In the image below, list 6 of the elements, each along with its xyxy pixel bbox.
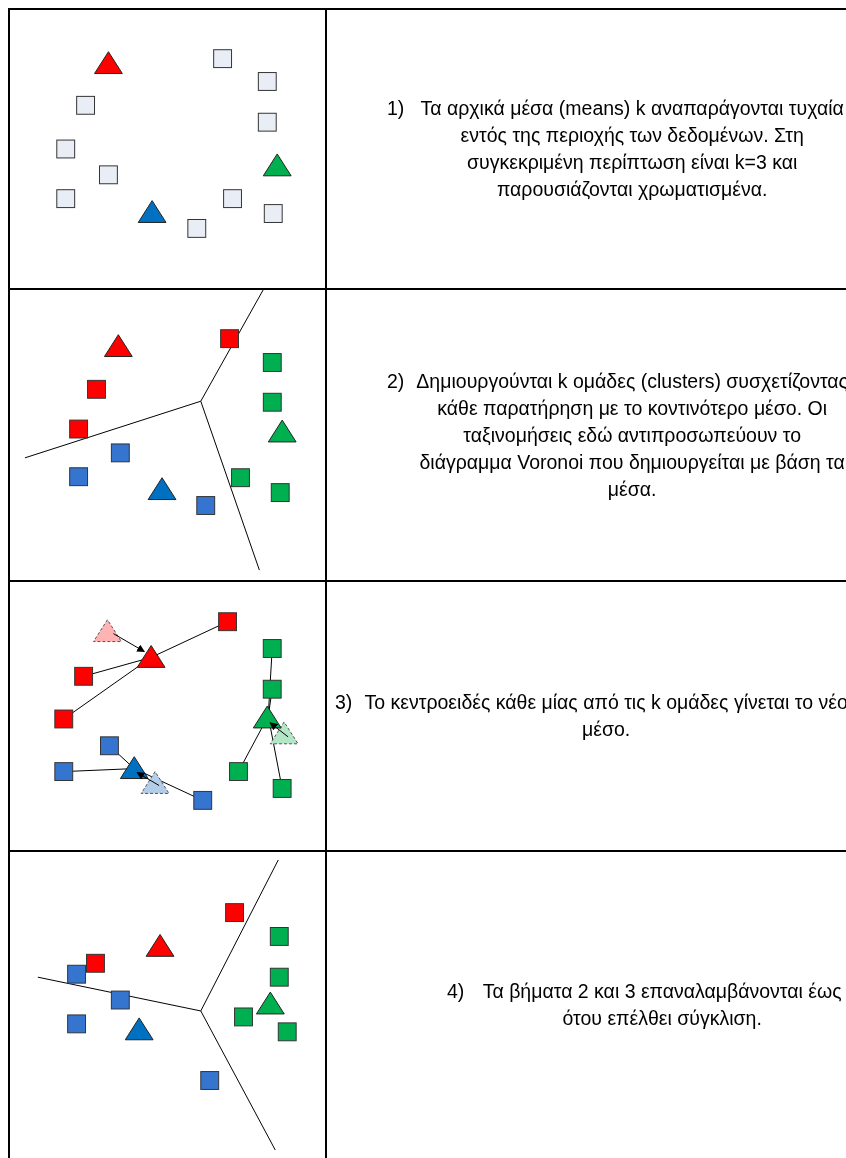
step-description: Τα βήματα 2 και 3 επαναλαμβάνονται έως ότου επέλθει σύγκλιση.	[481, 979, 843, 1031]
step-number: 2)	[387, 368, 405, 394]
step-number: 1)	[387, 96, 405, 121]
step-number: 3)	[335, 690, 353, 715]
step-description: Τα αρχικά μέσα (means) k αναπαράγονται τυχαία εντός της περιοχής των δεδομένων. Στη συγκεκριμένη περίπτωση είναι k=3 και παρουσιάζονται χρωματισμένα.	[419, 96, 845, 202]
step-number: 4)	[447, 979, 465, 1004]
